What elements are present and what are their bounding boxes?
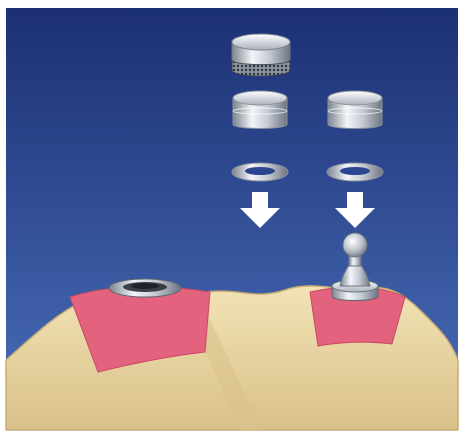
implant-top-icon [109,279,181,297]
insert-left [233,91,287,129]
retention-ring-icon [232,163,288,181]
retention-ring-icon [327,163,383,181]
insert-right [328,91,382,129]
metal-housing-cap-icon [232,34,290,76]
